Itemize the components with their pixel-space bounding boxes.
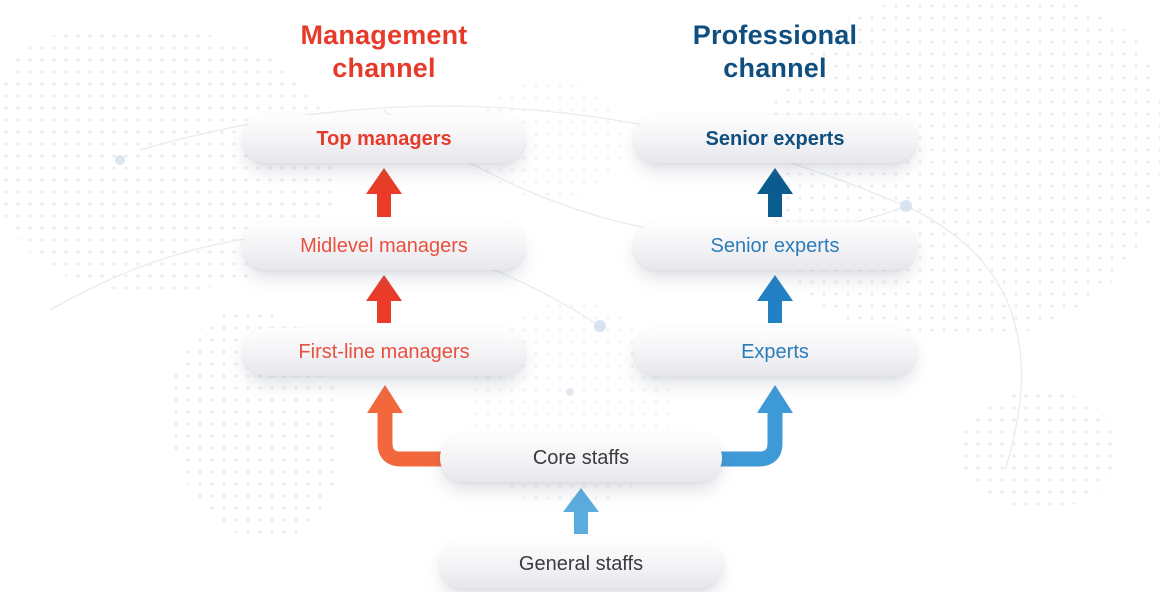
node-senior-experts: Senior experts [634, 222, 916, 270]
arrow-general-to-core [563, 488, 599, 534]
node-label: Midlevel managers [300, 234, 468, 257]
node-midlevel-managers: Midlevel managers [243, 222, 525, 270]
node-experts: Experts [634, 328, 916, 376]
node-core-staffs: Core staffs [440, 434, 722, 482]
background-node-dot [566, 388, 574, 396]
node-label: Senior experts [705, 127, 845, 150]
node-senior-experts-top: Senior experts [634, 115, 916, 163]
node-label: Core staffs [532, 446, 630, 469]
curve-core-to-experts-head [757, 385, 793, 413]
node-top-managers: Top managers [243, 115, 525, 163]
map-dots-decoration [770, 0, 1160, 340]
map-dots-decoration [960, 390, 1120, 510]
curve-core-to-firstline [377, 412, 470, 467]
node-label: Senior experts [710, 234, 840, 257]
curve-core-to-firstline-head [367, 385, 403, 413]
background-node-dot [594, 320, 606, 332]
node-label: General staffs [518, 552, 644, 575]
arrow-experts-to-senior [757, 275, 793, 323]
background-arc [905, 205, 1023, 471]
node-label: First-line managers [298, 340, 470, 363]
management-channel-title: Management channel [300, 20, 468, 83]
curve-core-to-experts [692, 412, 783, 467]
node-firstline-managers: First-line managers [243, 328, 525, 376]
arrow-firstline-to-midlevel [366, 275, 402, 323]
node-label: Experts [741, 340, 809, 363]
node-general-staffs: General staffs [440, 540, 722, 588]
background-node-dot [115, 155, 125, 165]
professional-channel-title: Professional channel [692, 20, 858, 83]
arrow-midlevel-to-top [366, 168, 402, 217]
background-node-dot [900, 200, 912, 212]
node-label: Top managers [316, 127, 452, 150]
arrow-senior-to-seniortop [757, 168, 793, 217]
